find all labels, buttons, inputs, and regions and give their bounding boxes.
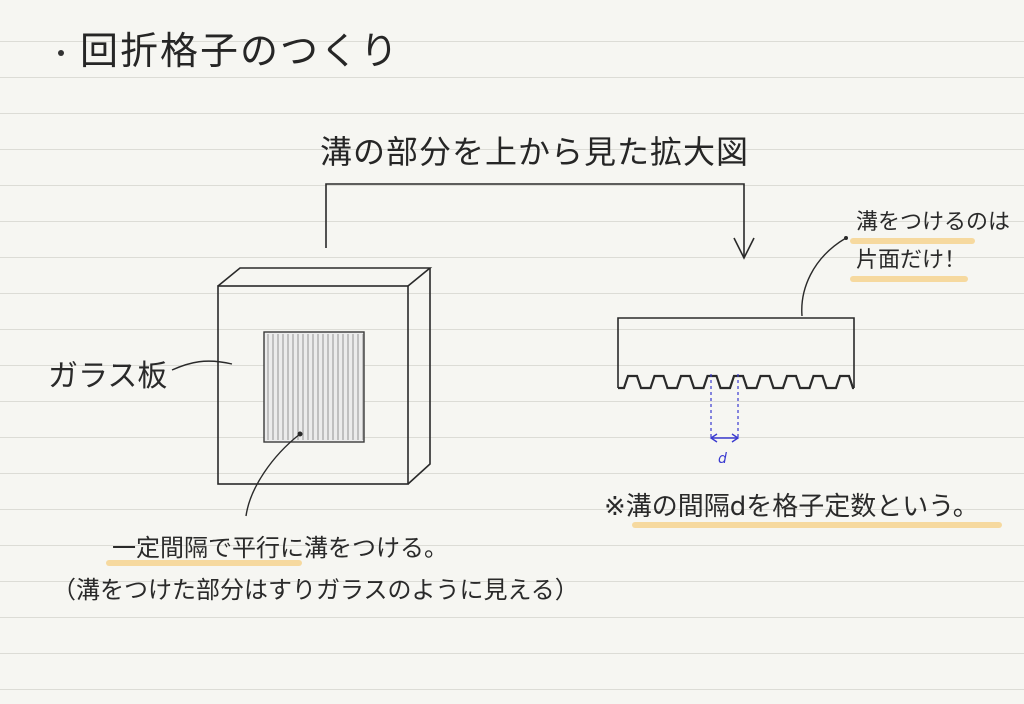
highlight-parallel-grooves — [106, 560, 302, 566]
groove-spacing-dimension — [709, 374, 740, 443]
one-side-note-line1: 溝をつけるのは — [856, 210, 1011, 235]
frosted-glass-caption: （溝をつけた部分はすりガラスのように見える） — [52, 576, 579, 604]
glass-plate-top — [217, 267, 433, 287]
glass-plate-front — [217, 285, 409, 485]
glass-plate-label: ガラス板 — [48, 359, 168, 394]
grooved-region — [263, 331, 365, 443]
highlight-one-side-line2 — [850, 276, 968, 282]
page-title: 回折格子のつくり — [80, 29, 401, 73]
grating-constant-note: ※溝の間隔dを格子定数という。 — [604, 492, 979, 522]
highlight-grating-constant — [632, 522, 1002, 528]
groove-spacing-label: d — [718, 451, 727, 467]
highlight-one-side-line1 — [850, 238, 975, 244]
grooves-caption-leader — [245, 433, 301, 517]
groove-profile — [618, 374, 855, 390]
one-side-leader — [801, 237, 847, 317]
view-arrow — [325, 183, 745, 258]
title-bullet — [58, 50, 64, 56]
enlarged-view-heading: 溝の部分を上から見た拡大図 — [320, 133, 750, 171]
parallel-grooves-caption: 一定間隔で平行に溝をつける。 — [112, 534, 448, 562]
view-arrow-head — [733, 237, 755, 260]
one-side-note-line2: 片面だけ！ — [856, 248, 967, 273]
glass-plate-side — [407, 268, 431, 485]
glass-label-leader — [171, 360, 233, 371]
glass-plate — [217, 267, 433, 485]
enlarged-cross-section — [617, 317, 855, 390]
